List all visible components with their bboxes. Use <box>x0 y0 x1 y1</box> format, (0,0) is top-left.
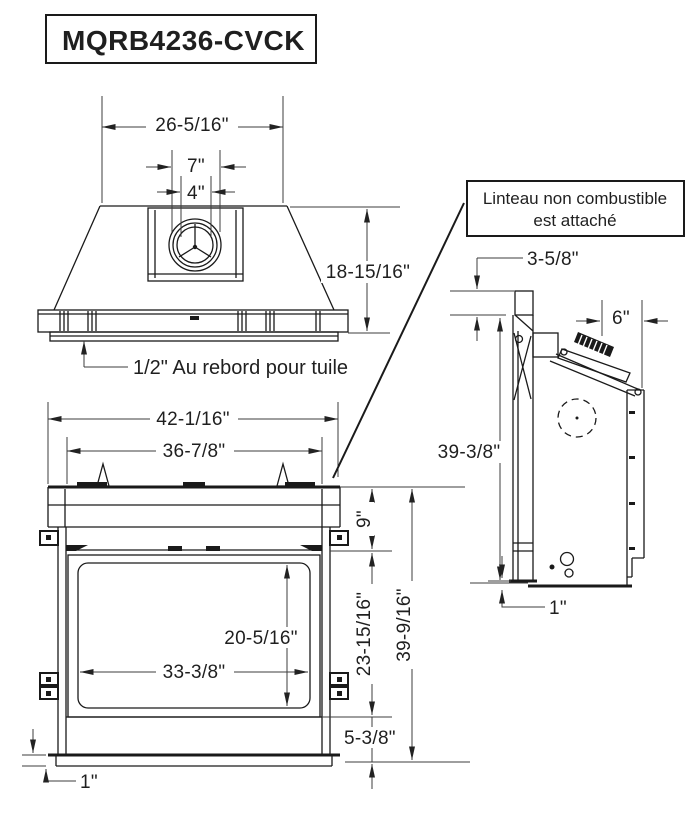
front-view-height-dimensions: 9" 23-15/16" 39-9/16" 5-3/8" <box>322 486 470 789</box>
dim-vent-spacing: 6" <box>612 308 630 329</box>
flue-box <box>147 207 244 282</box>
vent-dimension: 6" <box>576 300 668 388</box>
dim-side-overall-height: 39-3/8" <box>438 442 501 463</box>
lintel-label-box <box>466 180 685 237</box>
tile-note: 1/2" Au rebord pour tuile <box>81 341 348 379</box>
top-view-dimensions: 26-5/16" 7" 4" 18-15/16" <box>101 96 415 334</box>
lintel-leader-line <box>332 202 465 479</box>
hood-front-band <box>37 309 349 342</box>
hood-outline <box>53 205 335 311</box>
glass-panel <box>77 562 311 709</box>
dim-overall-width: 42-1/16" <box>156 409 230 430</box>
front-column <box>509 314 537 583</box>
dim-opening-height: 20-5/16" <box>224 628 298 649</box>
side-base-dimension: 1" <box>488 556 567 619</box>
opening-dimensions: 20-5/16" 33-3/8" <box>80 565 308 706</box>
base-plate <box>55 755 333 767</box>
lintel-label: Linteau non combustible est attaché <box>466 180 685 237</box>
damper-handle <box>178 224 212 258</box>
standoff-dimension: 3-5/8" <box>450 249 579 341</box>
dim-framing-width: 36-7/8" <box>163 441 226 462</box>
title-block: MQRB4236-CVCK <box>45 14 317 64</box>
body-sides <box>57 527 331 755</box>
tile-note-text: 1/2" Au rebord pour tuile <box>133 357 348 379</box>
standoff-stub <box>514 290 534 316</box>
front-view-width-dimensions: 42-1/16" 36-7/8" <box>47 402 339 484</box>
dim-lintel-to-hearth: 23-15/16" <box>354 592 375 676</box>
knockout-circle <box>557 398 597 438</box>
title-box <box>45 14 317 64</box>
front-base-dimension: 1" <box>22 729 98 793</box>
dim-overall-height: 39-9/16" <box>394 588 415 662</box>
dim-depth: 18-15/16" <box>326 262 410 283</box>
dim-opening-width: 33-3/8" <box>163 662 226 683</box>
header-box-side <box>532 332 559 358</box>
back-panel <box>626 389 645 586</box>
dim-side-base-offset: 1" <box>549 598 567 619</box>
dim-top-to-lintel: 9" <box>354 510 375 528</box>
dim-flue-outer: 7" <box>187 156 205 177</box>
vent-assembly <box>557 332 631 383</box>
dim-flue-inner: 4" <box>187 183 205 204</box>
side-height-dimension: 39-3/8" <box>431 318 528 584</box>
dim-front-base-offset: 1" <box>80 772 98 793</box>
louvre-strip <box>66 545 322 551</box>
model-number: MQRB4236-CVCK <box>62 25 305 56</box>
gas-knockouts <box>549 551 575 578</box>
top-view: 26-5/16" 7" 4" 18-15/16" 1/2" Au rebord … <box>37 96 415 379</box>
lintel-label-line2: est attaché <box>533 211 616 230</box>
dim-hearth-height: 5-3/8" <box>344 728 396 749</box>
dim-hood-width: 26-5/16" <box>155 115 229 136</box>
front-view: 42-1/16" 36-7/8" <box>22 402 470 793</box>
side-brackets <box>39 530 349 700</box>
side-view: 3-5/8" <box>431 249 668 619</box>
header-band <box>47 487 341 528</box>
dim-standoff-height: 3-5/8" <box>527 249 579 270</box>
flue-box-detail <box>148 210 243 278</box>
top-flange-tabs <box>77 482 315 487</box>
lintel-label-line1: Linteau non combustible <box>483 189 667 208</box>
